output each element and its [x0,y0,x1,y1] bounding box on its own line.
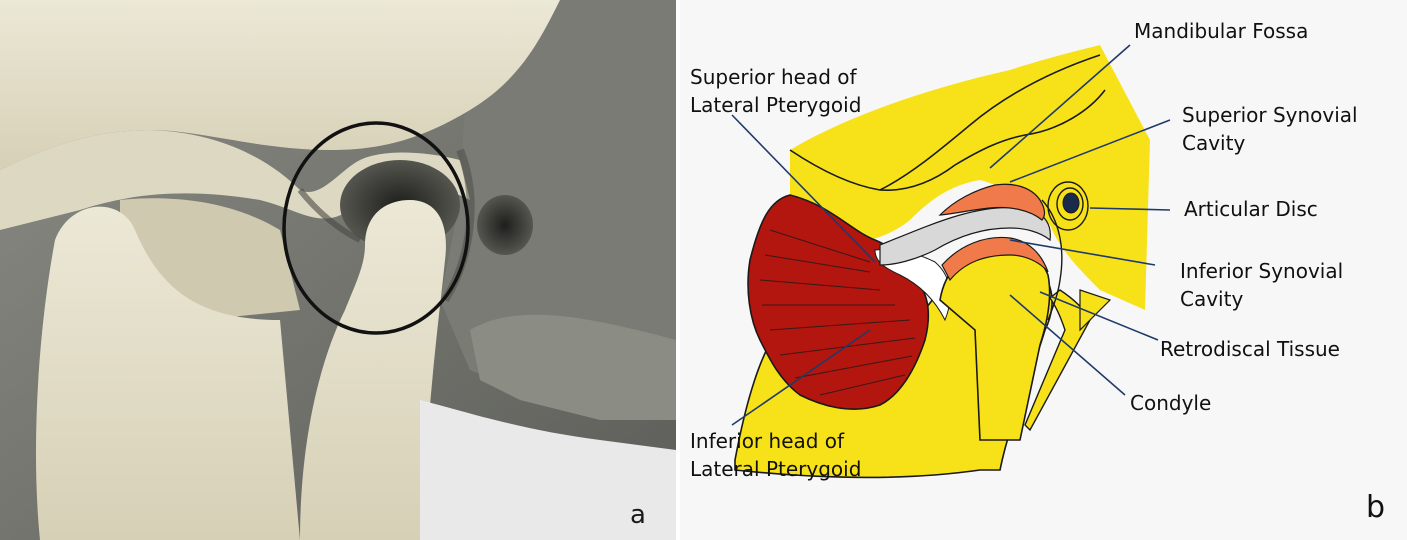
label-retrodiscal-tissue: Retrodiscal Tissue [1160,336,1340,362]
label-inferior-head-line2: Lateral Pterygoid [690,456,861,482]
diagram-panel: Mandibular Fossa Superior head of Latera… [680,0,1407,540]
label-articular-disc: Articular Disc [1184,196,1318,222]
panel-letter-b: b [1366,490,1385,525]
label-inferior-synovial-line1: Inferior Synovial [1180,258,1343,284]
skull-photo-illustration [0,0,676,540]
label-superior-head-line2: Lateral Pterygoid [690,92,861,118]
label-condyle: Condyle [1130,390,1211,416]
panel-letter-a: a [630,500,646,530]
label-superior-synovial-line2: Cavity [1182,130,1245,156]
label-inferior-synovial-line2: Cavity [1180,286,1243,312]
label-superior-synovial-line1: Superior Synovial [1182,102,1358,128]
label-inferior-head-line1: Inferior head of [690,428,844,454]
ear-canal [477,195,533,255]
photo-panel: a [0,0,676,540]
label-superior-head-line1: Superior head of [690,64,857,90]
label-mandibular-fossa: Mandibular Fossa [1134,18,1308,44]
